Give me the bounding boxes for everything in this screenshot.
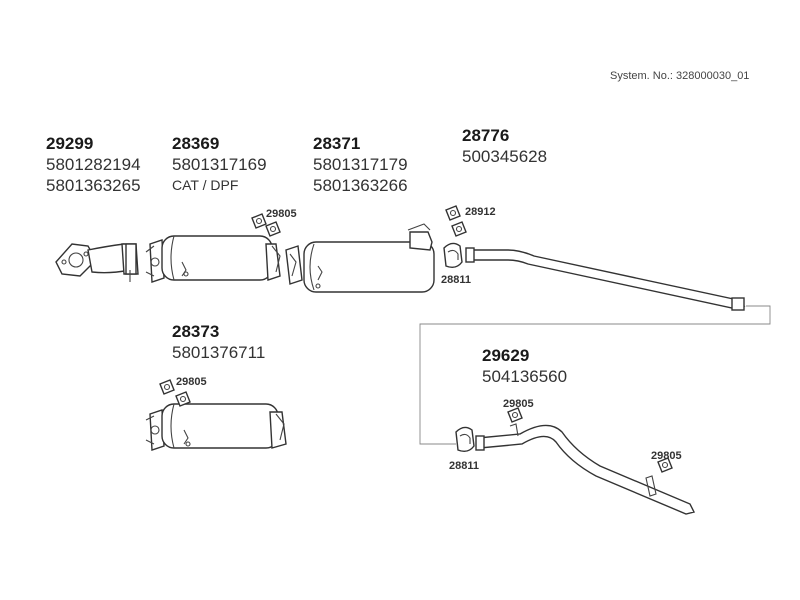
dpf-catalyst-28369 <box>145 235 281 283</box>
dpf-28373 <box>145 403 287 451</box>
callout-clamp: 28811 <box>441 274 471 286</box>
part-number: 28373 <box>172 322 220 341</box>
clamp-29805-middle <box>507 407 523 423</box>
part-number: 28776 <box>462 126 510 145</box>
middle-muffler-28371 <box>285 223 435 293</box>
reference-number: 5801282194 <box>46 155 141 174</box>
system-number: System. No.: 328000030_01 <box>610 70 750 82</box>
part-number: 28371 <box>313 134 361 153</box>
connection-guide <box>419 305 771 445</box>
part-group-28371: 28371 5801317179 5801363266 <box>313 134 408 196</box>
clamp-28912 <box>445 205 467 237</box>
callout-clamp: 29805 <box>503 398 534 410</box>
reference-number: 5801363265 <box>46 176 141 195</box>
clamp-29805-lower <box>159 379 191 407</box>
callout-clamp: 28811 <box>449 460 479 472</box>
reference-note: CAT / DPF <box>172 177 239 193</box>
clamp-29805-end <box>657 457 673 473</box>
reference-number: 5801376711 <box>172 343 266 362</box>
reference-number: 5801317169 <box>172 155 267 174</box>
part-group-28373: 28373 5801376711 <box>172 322 265 363</box>
tail-pipe-29629 <box>475 423 696 515</box>
clamp-ring-28811-top <box>443 242 463 269</box>
tail-pipe-28776 <box>465 247 746 311</box>
callout-clamp: 29805 <box>651 450 682 462</box>
callout-clamp: 29805 <box>266 208 297 220</box>
part-number: 28369 <box>172 134 220 153</box>
callout-clamp: 29805 <box>176 376 207 388</box>
front-pipe-flange <box>55 243 139 282</box>
callout-clamp: 28912 <box>465 206 496 218</box>
part-group-29299: 29299 5801282194 5801363265 <box>46 134 141 196</box>
part-group-29629: 29629 504136560 <box>482 346 567 387</box>
part-number: 29299 <box>46 134 94 153</box>
part-number: 29629 <box>482 346 530 365</box>
reference-number: 5801363266 <box>313 176 408 195</box>
part-group-28776: 28776 500345628 <box>462 126 547 167</box>
reference-number: 5801317179 <box>313 155 408 174</box>
reference-number: 500345628 <box>462 147 548 166</box>
clamp-ring-28811-lower <box>455 426 475 453</box>
reference-number: 504136560 <box>482 367 568 386</box>
clamp-29805-top <box>251 213 281 237</box>
part-group-28369: 28369 5801317169 CAT / DPF <box>172 134 267 196</box>
